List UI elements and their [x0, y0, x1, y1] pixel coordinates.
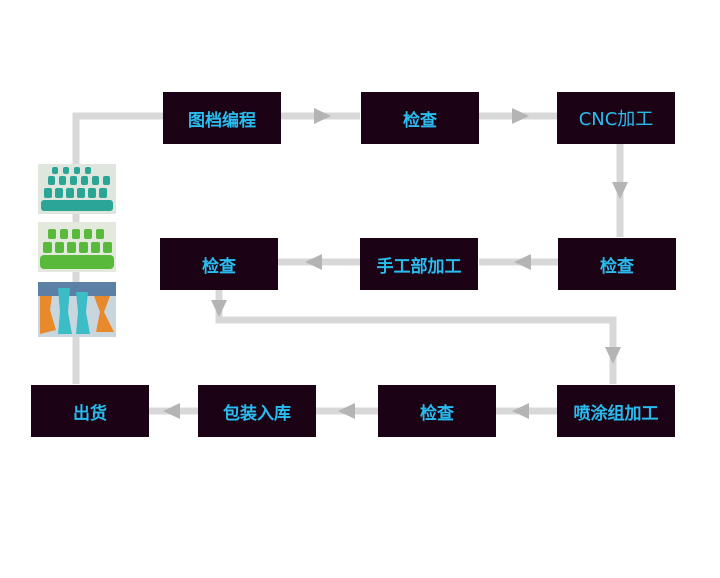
arrowhead-down-2 [211, 300, 227, 317]
green-parts-photo [38, 222, 116, 272]
arrowhead-left-1 [514, 254, 531, 270]
arrowhead-right-1 [314, 108, 331, 124]
arrowhead-down-3 [605, 347, 621, 364]
step-pack-storage: 包装入库 [198, 385, 316, 437]
arrowhead-left-5 [163, 403, 180, 419]
step-inspection-2: 检查 [558, 238, 676, 290]
step-hand-finishing: 手工部加工 [360, 238, 478, 290]
arrowhead-right-2 [512, 108, 529, 124]
step-inspection-1: 检查 [361, 92, 479, 144]
arrowhead-left-3 [512, 403, 529, 419]
arrowhead-left-4 [338, 403, 355, 419]
teal-parts-photo [38, 164, 116, 214]
arrowhead-down-1 [612, 182, 628, 199]
step-inspection-3: 检查 [160, 238, 278, 290]
step-cnc-machining: CNC加工 [557, 92, 675, 144]
connector-check3-spray [215, 290, 617, 384]
arrowhead-left-2 [305, 254, 322, 270]
step-shipping: 出货 [31, 385, 149, 437]
step-design-programming: 图档编程 [163, 92, 281, 144]
step-spray-painting: 喷涂组加工 [557, 385, 675, 437]
step-inspection-4: 检查 [378, 385, 496, 437]
orange-teal-parts-photo [38, 282, 116, 337]
